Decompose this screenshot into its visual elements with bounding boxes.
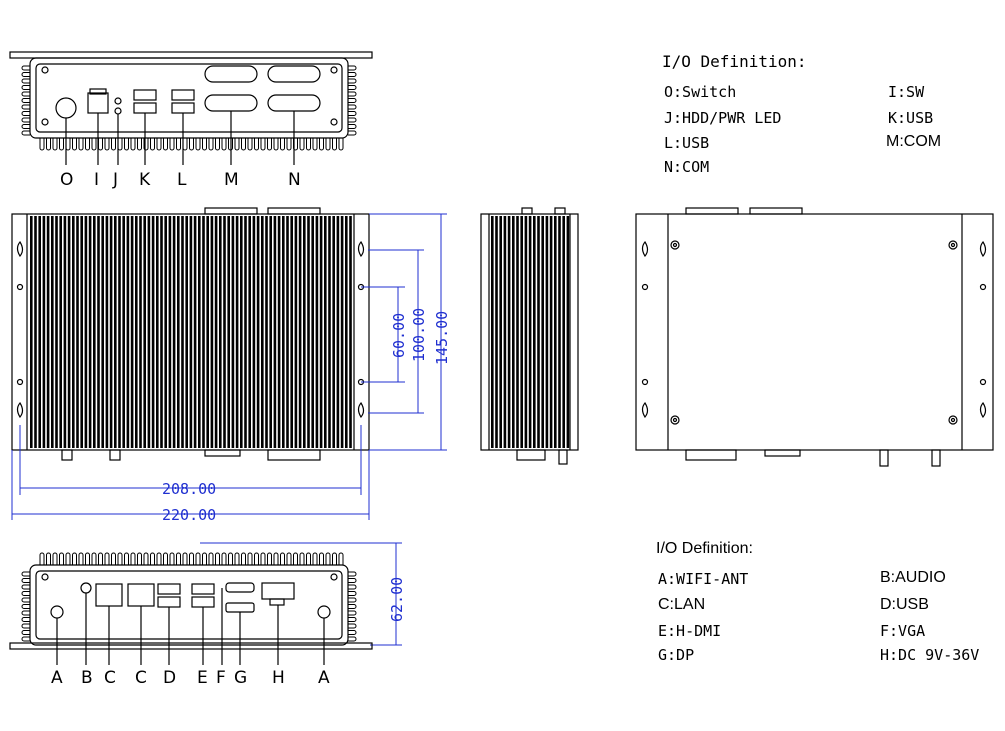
rear-port-labels: O I J K L M N bbox=[60, 170, 301, 190]
lan-port-2 bbox=[127, 583, 155, 607]
dim-208: 208.00 bbox=[162, 480, 216, 498]
io-item-n: N:COM bbox=[664, 158, 710, 176]
power-switch bbox=[55, 97, 77, 119]
io-item-k: K:USB bbox=[888, 109, 934, 127]
dp-port bbox=[225, 602, 255, 613]
front-label-b: B bbox=[81, 668, 93, 688]
io-item-a: A:WIFI-ANT bbox=[658, 570, 749, 588]
usb-port-d bbox=[157, 583, 181, 595]
rear-label-j: J bbox=[112, 170, 118, 190]
dim-60: 60.00 bbox=[390, 313, 408, 358]
rear-label-n: N bbox=[288, 170, 301, 190]
rear-label-i: I bbox=[94, 170, 99, 190]
hdd-pwr-led bbox=[114, 97, 122, 105]
front-label-g: G bbox=[234, 668, 247, 688]
com-port-m bbox=[204, 65, 258, 112]
front-label-c1: C bbox=[104, 668, 116, 688]
front-label-e: E bbox=[197, 668, 208, 688]
io-item-i: I:SW bbox=[888, 83, 925, 101]
wifi-antenna-right bbox=[317, 605, 331, 619]
top-io-title: I/O Definition: bbox=[662, 52, 807, 71]
rear-panel-view bbox=[9, 51, 373, 165]
dim-220: 220.00 bbox=[162, 506, 216, 524]
usb-port-e bbox=[191, 583, 215, 595]
usb-port-k bbox=[133, 89, 157, 101]
io-item-e: E:H-DMI bbox=[658, 622, 722, 640]
front-label-a1: A bbox=[51, 668, 63, 688]
usb-port-l bbox=[171, 89, 195, 101]
com-port-n bbox=[267, 65, 321, 112]
rear-label-m: M bbox=[224, 170, 239, 190]
front-label-a2: A bbox=[318, 668, 330, 688]
rear-label-l: L bbox=[177, 170, 187, 190]
io-item-l: L:USB bbox=[664, 134, 710, 152]
dc-in-port bbox=[261, 582, 295, 600]
front-label-d: D bbox=[163, 668, 176, 688]
lan-port-1 bbox=[95, 583, 123, 607]
io-item-h: H:DC 9V-36V bbox=[880, 646, 980, 664]
audio-jack bbox=[80, 582, 92, 594]
io-item-g: G:DP bbox=[658, 646, 695, 664]
top-view bbox=[11, 207, 370, 461]
side-view bbox=[480, 207, 579, 465]
bottom-view bbox=[635, 207, 994, 467]
io-item-d: D:USB bbox=[880, 596, 929, 613]
dim-62: 62.00 bbox=[388, 577, 406, 622]
rear-label-o: O bbox=[60, 170, 73, 190]
io-item-m: M:COM bbox=[886, 133, 942, 150]
dimension-lines bbox=[11, 213, 447, 646]
front-port-labels: A B C C D E F G H A bbox=[51, 668, 330, 688]
hdmi-port bbox=[225, 582, 255, 593]
io-item-j: J:HDD/PWR LED bbox=[664, 109, 782, 127]
io-item-o: O:Switch bbox=[664, 83, 737, 101]
io-item-f: F:VGA bbox=[880, 622, 926, 640]
io-item-b: B:AUDIO bbox=[880, 569, 946, 586]
dim-145: 145.00 bbox=[433, 311, 451, 365]
front-panel-view bbox=[9, 552, 373, 665]
rear-label-k: K bbox=[139, 170, 151, 190]
front-label-c2: C bbox=[135, 668, 147, 688]
bottom-io-title: I/O Definition: bbox=[656, 540, 753, 557]
front-label-h: H bbox=[272, 668, 285, 688]
dim-100: 100.00 bbox=[410, 308, 428, 362]
io-item-c: C:LAN bbox=[658, 596, 706, 613]
sw-button bbox=[87, 92, 109, 114]
wifi-antenna-left bbox=[50, 605, 64, 619]
front-label-f: F bbox=[216, 668, 226, 688]
dimension-labels: 60.00 100.00 145.00 208.00 220.00 62.00 bbox=[162, 308, 451, 622]
